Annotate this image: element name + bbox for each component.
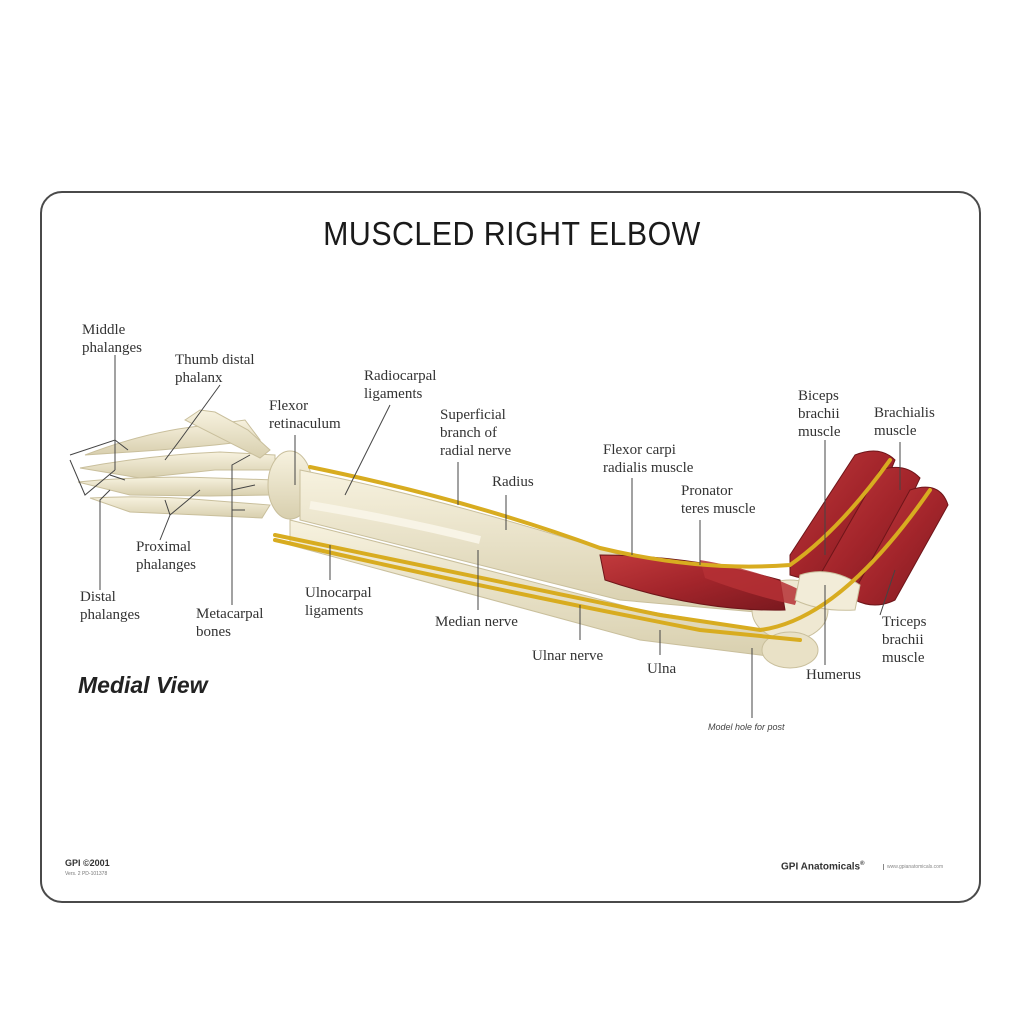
copyright: GPI ©2001 [65,858,110,868]
label-thumb-distal-phalanx: Thumb distal phalanx [175,352,255,386]
label-brachialis: Brachialis muscle [874,405,935,439]
version-text: Vers. 2 PD-101378 [65,871,108,877]
label-triceps-brachii: Triceps brachii muscle [882,614,927,666]
label-superficial-branch-radial-nerve: Superficial branch of radial nerve [440,407,512,459]
page-title: MUSCLED RIGHT ELBOW [323,215,701,252]
model-hole-note: Model hole for post [708,722,785,732]
nerves [273,458,932,642]
view-label: Medial View [78,672,208,698]
label-ulna: Ulna [647,661,677,677]
brand-mark: ® [860,861,865,867]
label-humerus: Humerus [806,667,861,683]
label-flexor-retinaculum: Flexor retinaculum [269,398,341,432]
label-metacarpal-bones: Metacarpal bones [196,606,264,640]
label-flexor-carpi-radialis: Flexor carpi radialis muscle [603,442,694,476]
upper-arm-muscles [789,450,949,611]
label-ulnar-nerve: Ulnar nerve [532,648,604,664]
label-ulnocarpal-ligaments: Ulnocarpal ligaments [305,585,372,619]
label-biceps-brachii: Biceps brachii muscle [798,388,841,440]
website-url: www.gpianatomicals.com [883,864,943,870]
leader-lines [69,355,901,718]
label-radius: Radius [492,474,534,490]
label-proximal-phalanges: Proximal phalanges [136,539,196,573]
brand-text: GPI Anatomicals [781,861,861,873]
brand-name: GPI Anatomicals® [781,861,865,872]
label-pronator-teres: Pronator teres muscle [681,483,756,517]
label-radiocarpal-ligaments: Radiocarpal ligaments [364,368,437,402]
label-distal-phalanges: Distal phalanges [80,589,140,623]
label-middle-phalanges: Middle phalanges [82,322,142,356]
label-median-nerve: Median nerve [435,614,518,630]
